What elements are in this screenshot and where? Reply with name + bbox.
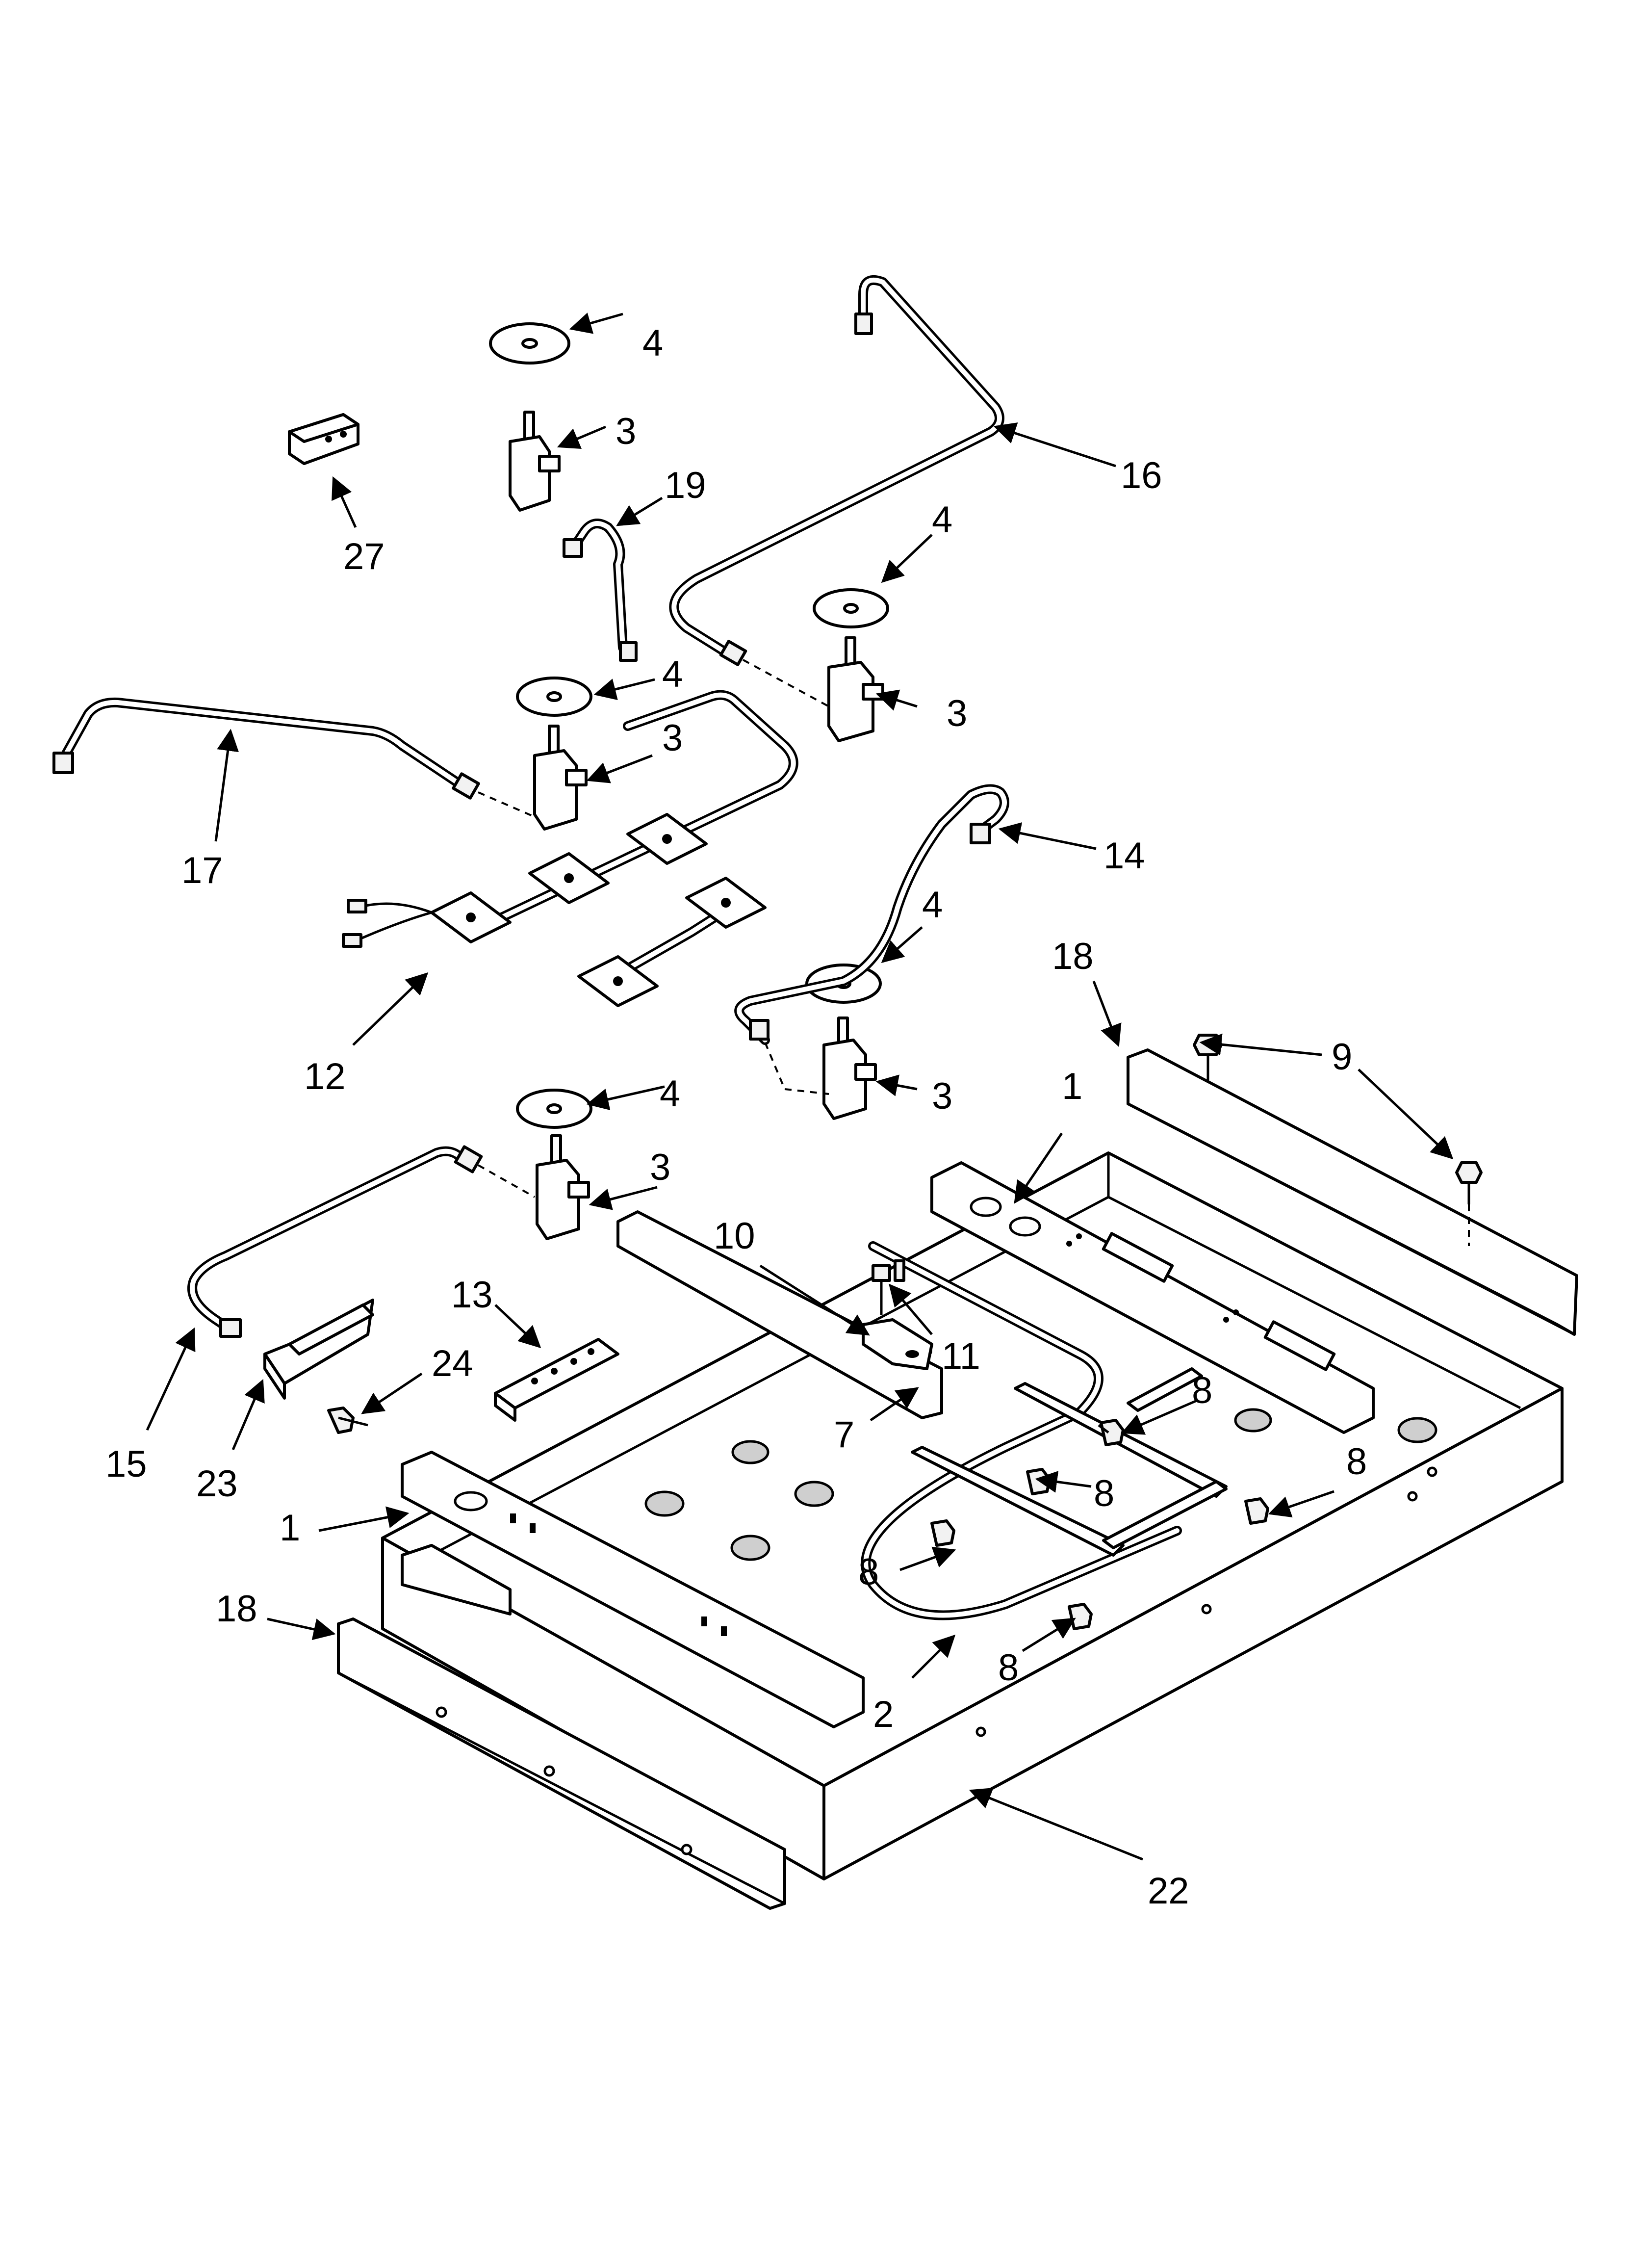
valve-3-b xyxy=(827,636,884,742)
callout-11: 11 xyxy=(942,1335,980,1377)
valve-3-d xyxy=(822,1017,877,1120)
callout-4: 4 xyxy=(642,322,663,364)
callout-22: 22 xyxy=(1148,1870,1189,1912)
callout-8: 8 xyxy=(998,1647,1019,1689)
bracket-10 xyxy=(862,1318,933,1370)
bracket-13 xyxy=(494,1338,619,1422)
callout-3: 3 xyxy=(932,1075,952,1117)
rear-trim-18-top xyxy=(1127,1048,1578,1336)
callout-13: 13 xyxy=(451,1274,493,1316)
leader-arrows xyxy=(146,313,1454,1861)
callout-3: 3 xyxy=(662,717,683,759)
callout-16: 16 xyxy=(1121,455,1162,496)
screw-11 xyxy=(872,1259,905,1315)
screw-8-a xyxy=(1098,1419,1125,1446)
callout-8: 8 xyxy=(858,1551,879,1593)
callout-2: 2 xyxy=(873,1694,894,1735)
valve-3-e xyxy=(536,1134,590,1240)
igniter-harness-12 xyxy=(342,690,798,1007)
callout-4: 4 xyxy=(922,884,943,926)
callout-4: 4 xyxy=(932,499,952,541)
callout-1: 1 xyxy=(280,1507,300,1549)
washer-4-a xyxy=(489,322,570,365)
burner-rail-1-front xyxy=(401,1451,865,1728)
screw-8-e xyxy=(1068,1603,1093,1630)
valve-3-a xyxy=(509,411,561,512)
callout-18: 18 xyxy=(1052,936,1094,977)
washer-4-c xyxy=(516,677,592,717)
washer-4-b xyxy=(813,588,889,628)
callout-3: 3 xyxy=(947,693,967,734)
callout-4: 4 xyxy=(660,1073,680,1115)
callout-14: 14 xyxy=(1103,835,1145,877)
front-trim-18-bottom xyxy=(337,1617,786,1910)
gas-tube-14 xyxy=(734,784,1009,1095)
callout-24: 24 xyxy=(432,1343,473,1384)
callout-27: 27 xyxy=(343,536,385,577)
spark-module-27 xyxy=(288,413,359,465)
valve-3-c xyxy=(533,725,588,831)
gas-tube-15 xyxy=(187,1145,535,1338)
washer-4-e xyxy=(516,1089,592,1129)
screw-9-b xyxy=(1455,1161,1483,1246)
callout-8: 8 xyxy=(1346,1441,1367,1483)
callout-12: 12 xyxy=(304,1056,346,1097)
burner-rail-1-rear xyxy=(930,1161,1375,1434)
gas-tube-16 xyxy=(669,275,1004,707)
callout-8: 8 xyxy=(1094,1473,1114,1514)
gas-tube-19 xyxy=(563,519,638,662)
callout-9: 9 xyxy=(1332,1036,1352,1078)
bracket-23 xyxy=(263,1299,374,1400)
callout-labels: 4 3 19 16 27 4 3 4 3 17 14 4 12 18 9 3 4… xyxy=(105,322,1367,1912)
callout-23: 23 xyxy=(196,1463,238,1505)
screw-24 xyxy=(327,1407,368,1434)
callout-18: 18 xyxy=(216,1588,257,1630)
callout-15: 15 xyxy=(105,1443,147,1485)
callout-19: 19 xyxy=(665,465,706,506)
callout-3: 3 xyxy=(650,1147,670,1188)
callout-8: 8 xyxy=(1192,1370,1212,1411)
callout-3: 3 xyxy=(616,411,636,452)
gas-tube-17 xyxy=(52,697,535,818)
callout-1: 1 xyxy=(1062,1066,1082,1107)
callout-4: 4 xyxy=(662,653,683,695)
screw-8-d xyxy=(1244,1497,1269,1525)
screw-8-c xyxy=(930,1519,955,1547)
callout-7: 7 xyxy=(834,1414,854,1456)
callout-10: 10 xyxy=(714,1215,755,1257)
callout-17: 17 xyxy=(181,850,223,891)
